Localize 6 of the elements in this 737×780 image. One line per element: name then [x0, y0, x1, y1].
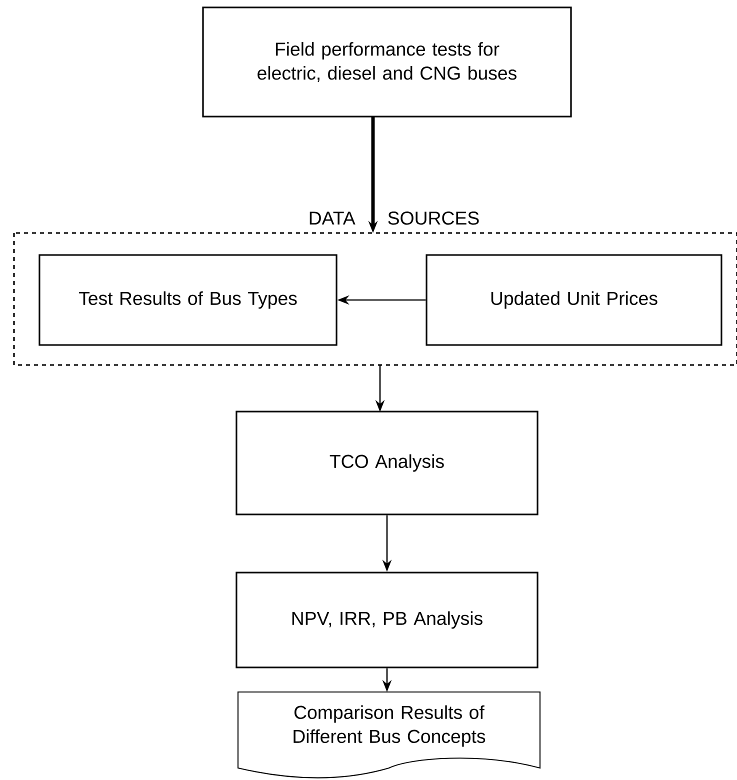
node-label: DATA SOURCES	[310, 212, 479, 225]
process-box: Updated Unit Prices	[426, 254, 722, 346]
process-box: Field performance tests for electric, diesel and CNG buses	[202, 6, 572, 118]
process-box: NPV, IRR, PB Analysis	[236, 572, 538, 668]
process-box: TCO Analysis	[236, 410, 538, 516]
process-box: Test Results of Bus Types	[38, 254, 338, 346]
